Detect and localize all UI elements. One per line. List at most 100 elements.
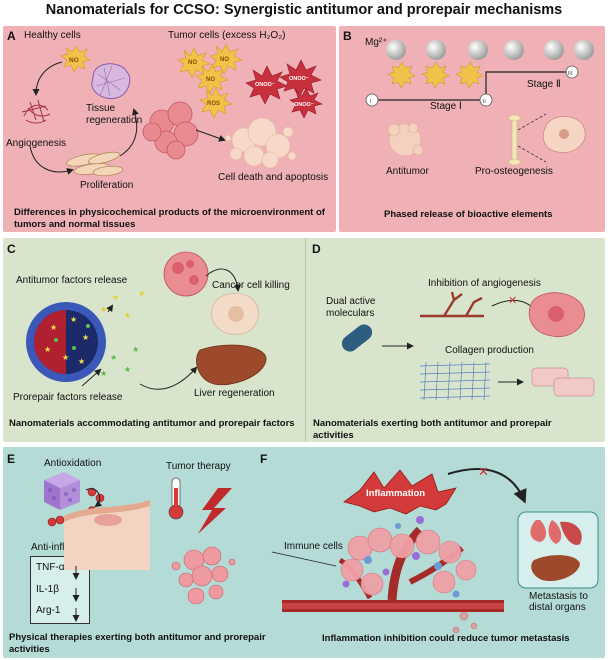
svg-text:★: ★ bbox=[100, 305, 107, 314]
svg-text:★: ★ bbox=[124, 365, 131, 374]
mg-ion-label: Mg²⁺ bbox=[365, 37, 388, 48]
collagen-production-label: Collagen production bbox=[445, 345, 534, 356]
svg-text:NO: NO bbox=[220, 57, 229, 63]
blocked-metastasis-icon: ✕ bbox=[478, 464, 489, 479]
pro-osteogenesis-label: Pro-osteogenesis bbox=[475, 166, 553, 177]
cancer-killing-label: Cancer cell killing bbox=[212, 280, 290, 291]
angiogenesis-label: Angiogenesis bbox=[6, 138, 67, 149]
panel-d-caption-2: activities bbox=[313, 430, 354, 441]
antitumor-cell-icon bbox=[387, 122, 424, 157]
lung-icon bbox=[530, 520, 546, 542]
antitumor-release-label: Antitumor factors release bbox=[16, 275, 128, 286]
panel-c-caption: Nanomaterials accommodating antitumor an… bbox=[9, 418, 295, 429]
svg-text:ONOO⁻: ONOO⁻ bbox=[289, 76, 309, 82]
liver-regeneration-label: Liver regeneration bbox=[194, 388, 275, 399]
tumor-mass-icon bbox=[340, 527, 477, 596]
stage-2-label: Stage Ⅱ bbox=[527, 79, 561, 90]
nanoparticle-icon: ★★★ ★★★ bbox=[26, 302, 106, 382]
inhibition-angiogenesis-label: Inhibition of angiogenesis bbox=[428, 278, 541, 289]
node-1-icon bbox=[365, 93, 379, 107]
immune-cell-dots-icon bbox=[342, 516, 460, 598]
svg-text:★: ★ bbox=[44, 345, 51, 354]
tissue-regeneration-label-2: regeneration bbox=[86, 115, 143, 126]
panel-e-letter: E bbox=[7, 452, 16, 466]
no-ros-bursts-icon bbox=[177, 43, 243, 119]
apoptotic-cells-icon bbox=[224, 117, 297, 169]
svg-text:★: ★ bbox=[138, 289, 145, 298]
svg-text:★: ★ bbox=[110, 353, 117, 362]
tumor-cells-therapy-icon bbox=[171, 546, 236, 605]
immune-cells-pointer bbox=[271, 551, 337, 567]
tissue-regeneration-label-1: Tissue bbox=[86, 103, 116, 114]
skin-tissue-icon bbox=[64, 500, 150, 570]
metastasis-label-2: distal organs bbox=[529, 602, 586, 613]
released-factors-icon: ★★ ★★ ★★ ★★ bbox=[100, 289, 145, 378]
distal-organs-box bbox=[517, 511, 599, 589]
panel-a-letter: A bbox=[7, 29, 16, 43]
panel-c-d-divider bbox=[305, 238, 306, 442]
svg-text:★: ★ bbox=[82, 333, 89, 342]
dual-active-label-1: Dual active bbox=[326, 296, 376, 307]
branch-vessel-icon bbox=[420, 291, 484, 318]
nanoparticle-spheres-icon bbox=[386, 40, 594, 60]
prorepair-release-label: Prorepair factors release bbox=[13, 392, 123, 403]
node-3-icon bbox=[565, 65, 579, 79]
cell-death-label: Cell death and apoptosis bbox=[218, 172, 329, 183]
inflammation-burst-icon: Inflammation bbox=[343, 469, 457, 515]
cytokine-il1b: IL-1β bbox=[36, 584, 59, 595]
svg-text:★: ★ bbox=[112, 293, 119, 302]
collagen-mesh-icon bbox=[419, 361, 491, 401]
antitumor-label: Antitumor bbox=[386, 166, 429, 177]
svg-text:ROS: ROS bbox=[207, 101, 220, 107]
distal-liver-icon bbox=[531, 555, 580, 582]
panel-d-caption-1: Nanomaterials exerting both antitumor an… bbox=[313, 418, 552, 429]
svg-text:★: ★ bbox=[78, 357, 85, 366]
thermometer-icon bbox=[168, 477, 184, 520]
panel-a-caption-1: Differences in physicochemical products … bbox=[14, 207, 325, 218]
lightning-icon bbox=[198, 488, 232, 534]
panel-e-caption-1: Physical therapies exerting both antitum… bbox=[9, 632, 266, 643]
timeline-nodes bbox=[365, 65, 579, 107]
intestine-icon bbox=[560, 521, 582, 546]
svg-text:ONOO⁻: ONOO⁻ bbox=[255, 82, 275, 88]
figure-title: Nanomaterials for CCSO: Synergistic anti… bbox=[45, 2, 563, 18]
fibroblast-cells-icon bbox=[531, 367, 595, 397]
panel-f-letter: F bbox=[260, 452, 268, 466]
svg-text:Inflammation: Inflammation bbox=[366, 488, 425, 499]
stage-1-label: Stage Ⅰ bbox=[430, 101, 462, 112]
panel-b-letter: B bbox=[343, 29, 352, 43]
node-2-icon bbox=[479, 93, 493, 107]
svg-text:ONOO⁻: ONOO⁻ bbox=[294, 102, 314, 108]
vessel-network-icon bbox=[21, 99, 51, 124]
svg-text:NO: NO bbox=[69, 57, 79, 64]
antioxidation-label: Antioxidation bbox=[44, 458, 102, 469]
tumor-cluster-icon bbox=[142, 101, 199, 160]
proliferating-cells-icon bbox=[65, 151, 124, 177]
panel-f-caption: Inflammation inhibition could reduce tum… bbox=[322, 633, 570, 644]
tumor-cells-label: Tumor cells (excess H₂O₂) bbox=[168, 30, 286, 41]
svg-text:★: ★ bbox=[132, 345, 139, 354]
svg-text:III: III bbox=[568, 71, 572, 77]
svg-text:II: II bbox=[483, 99, 486, 105]
proliferation-label: Proliferation bbox=[80, 180, 134, 191]
dying-cell-icon bbox=[211, 293, 259, 335]
svg-text:I: I bbox=[370, 99, 371, 105]
panel-e-caption-2: activities bbox=[9, 644, 50, 655]
panel-b-caption: Phased release of bioactive elements bbox=[384, 209, 553, 220]
panel-a-caption-2: tumors and normal tissues bbox=[14, 219, 136, 230]
dual-molecule-capsule-icon bbox=[341, 324, 373, 352]
svg-text:★: ★ bbox=[70, 315, 77, 324]
liver-icon bbox=[196, 344, 267, 386]
panel-d-letter: D bbox=[312, 242, 321, 256]
panel-c-letter: C bbox=[7, 242, 16, 256]
svg-text:NO: NO bbox=[206, 77, 215, 83]
onoo-bursts-icon bbox=[245, 59, 323, 119]
immune-cells-label: Immune cells bbox=[284, 541, 343, 552]
nanocube-icon bbox=[44, 472, 80, 510]
bone-icon bbox=[508, 114, 521, 166]
healthy-cells-label: Healthy cells bbox=[24, 30, 81, 41]
inhibited-tumor-icon bbox=[528, 292, 585, 338]
svg-text:★: ★ bbox=[124, 311, 131, 320]
